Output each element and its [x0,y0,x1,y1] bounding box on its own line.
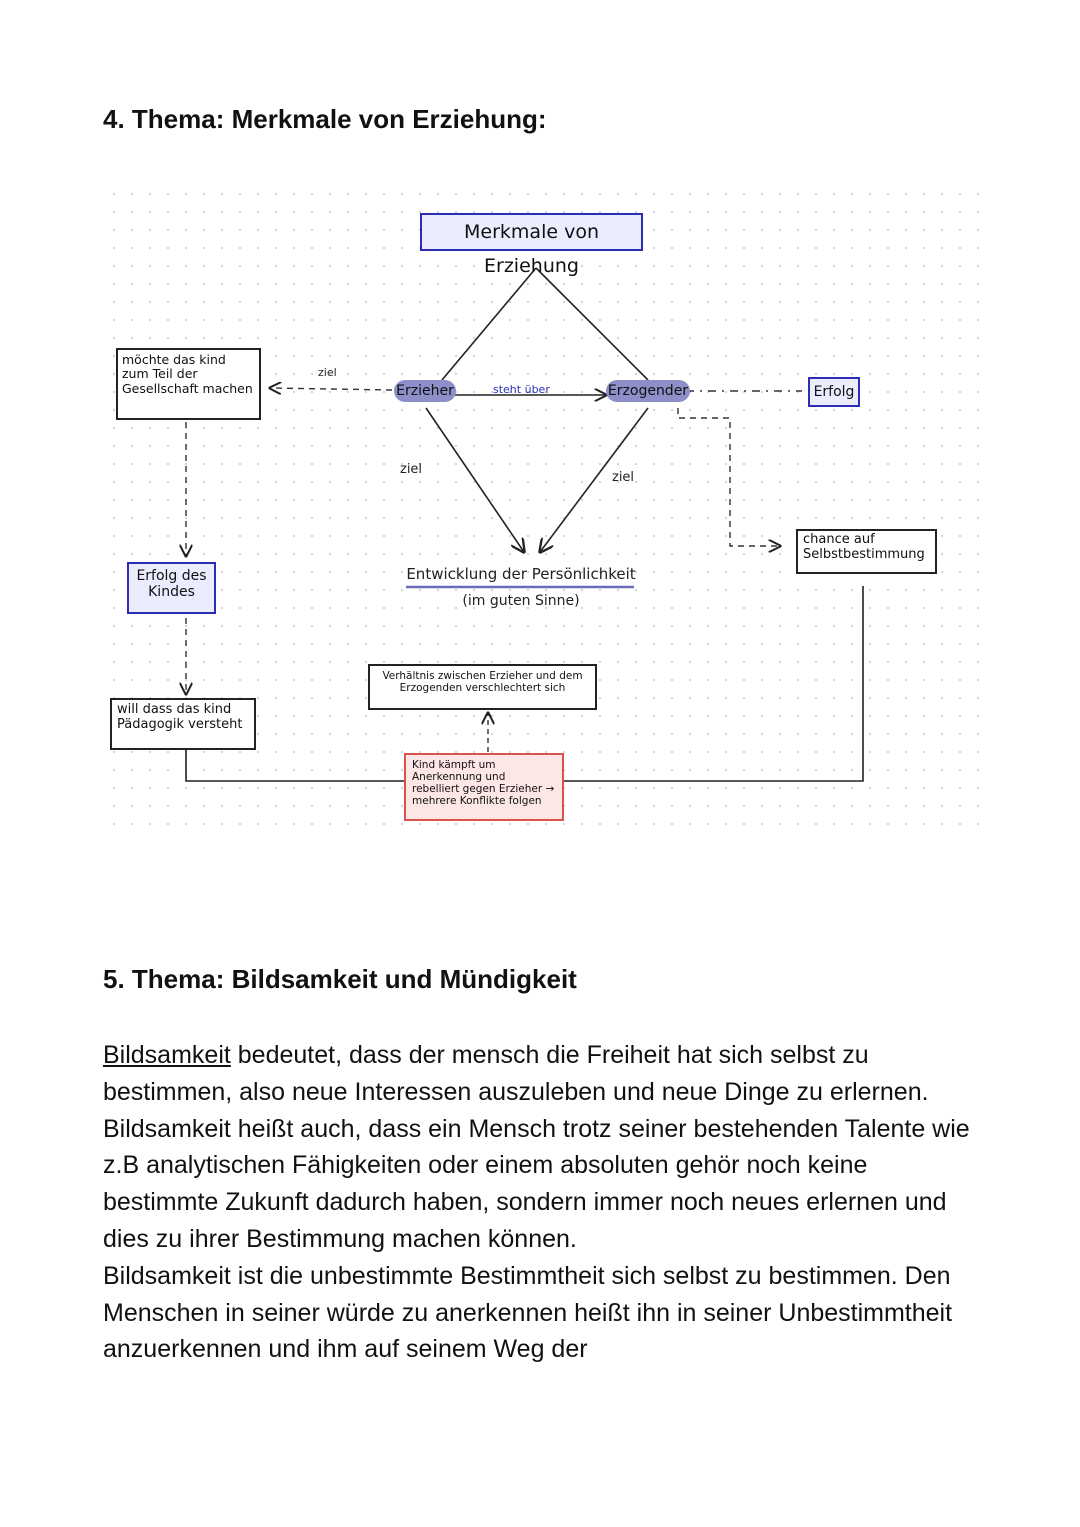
box-konflikt: Kind kämpft um Anerkennung und rebellier… [404,753,564,821]
label-steht-ueber: steht über [493,383,550,396]
body-text: Bildsamkeit bedeutet, dass der mensch di… [103,1037,983,1368]
label-ziel-lower-right: ziel [612,470,635,485]
term-bildsamkeit: Bildsamkeit [103,1041,231,1069]
label-im-guten-sinne: (im guten Sinne) [462,593,580,609]
box-erfolg-des-kindes: Erfolg des Kindes [127,562,216,614]
box-paedagogik: will dass das kind Pädagogik versteht [110,698,256,750]
label-ziel-left: ziel [318,366,337,379]
node-erzogender: Erzogender [606,380,690,402]
box-erfolg: Erfolg [808,377,860,407]
diagram-connectors [100,267,864,782]
label-entwicklung: Entwicklung der Persönlichkeit [406,565,636,583]
heading-thema-4: 4. Thema: Merkmale von Erziehung: [103,104,547,134]
paragraph-1-rest: bedeutet, dass der mensch die Freiheit h… [103,1041,970,1253]
box-chance-selbstbestimmung: chance auf Selbstbestimmung [796,529,937,574]
label-ziel-lower-left: ziel [400,462,423,477]
paragraph-2: Bildsamkeit ist die unbestimmte Bestimmt… [103,1261,953,1364]
diagram-merkmale-von-erziehung: Merkmale von Erziehung Erzieher Erzogend… [100,180,980,840]
box-gesellschaft: möchte das kind zum Teil der Gesellschaf… [116,348,261,420]
heading-thema-5: 5. Thema: Bildsamkeit und Mündigkeit [103,964,577,994]
box-verhaeltnis: Verhältnis zwischen Erzieher und dem Erz… [368,664,597,710]
node-erzieher: Erzieher [394,380,456,402]
paragraph-1: Bildsamkeit bedeutet, dass der mensch di… [103,1037,983,1258]
diagram-title-box: Merkmale von Erziehung [420,213,643,277]
